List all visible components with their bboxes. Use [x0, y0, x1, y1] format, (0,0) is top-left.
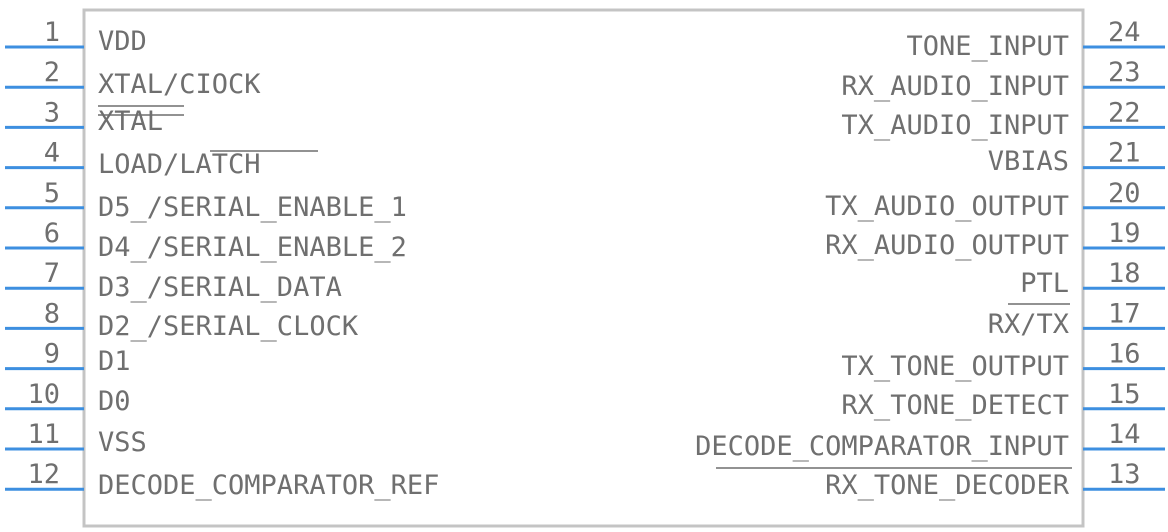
pin-16-number: 16	[1108, 339, 1141, 370]
pin-12-label: DECODE_COMPARATOR_REF	[98, 470, 439, 501]
pin-24-label: TONE_INPUT	[906, 31, 1069, 62]
pin-9-number: 9	[44, 339, 60, 370]
pin-16-label: TX_TONE_OUTPUT	[841, 351, 1069, 382]
right-pin-group: 24 TONE_INPUT 23 RX_AUDIO_INPUT 22 TX_AUDIO_I…	[695, 17, 1165, 501]
pin-13-label: RX_TONE_DECODER	[825, 470, 1070, 501]
pin-10-number: 10	[27, 379, 60, 410]
pin-22-number: 22	[1108, 97, 1141, 128]
pin-23-label: RX_AUDIO_INPUT	[841, 71, 1069, 102]
pin-10-label: D0	[98, 386, 131, 417]
pin-21-number: 21	[1108, 138, 1141, 169]
pin-1-label: VDD	[98, 26, 147, 57]
pin-4-label: LOAD/LATCH	[98, 149, 261, 180]
pin-23-number: 23	[1108, 57, 1141, 88]
pin-6-number: 6	[44, 218, 60, 249]
pin-19-label: RX_AUDIO_OUTPUT	[825, 230, 1069, 261]
pin-11-label: VSS	[98, 427, 147, 458]
pin-14-number: 14	[1108, 419, 1141, 450]
left-pin-group: 1 VDD 2 XTAL/CIOCK 3 XTAL 4 LOAD/LATCH 5 D5_/SERI…	[5, 17, 439, 501]
pin-15-label: RX_TONE_DETECT	[841, 390, 1069, 421]
pin-2-number: 2	[44, 57, 60, 88]
pin-21-label: VBIAS	[988, 146, 1069, 177]
pin-19-number: 19	[1108, 218, 1141, 249]
pin-5-number: 5	[44, 178, 60, 209]
pin-17-label: RX/TX	[988, 309, 1069, 340]
overbar-group	[98, 105, 1072, 469]
pin-7-number: 7	[44, 258, 60, 289]
pin-24-number: 24	[1108, 17, 1141, 48]
pin-8-label: D2_/SERIAL_CLOCK	[98, 311, 359, 342]
pin-15-number: 15	[1108, 379, 1141, 410]
pin-3-number: 3	[44, 97, 60, 128]
pin-6-label: D4_/SERIAL_ENABLE_2	[98, 232, 407, 263]
pin-4-number: 4	[44, 138, 60, 169]
pin-20-number: 20	[1108, 178, 1141, 209]
pin-13-number: 13	[1108, 459, 1141, 490]
pin-1-number: 1	[44, 17, 60, 48]
pin-18-label: PTL	[1020, 268, 1069, 299]
pin-5-label: D5_/SERIAL_ENABLE_1	[98, 192, 407, 223]
pin-3-label: XTAL	[98, 106, 163, 137]
ic-body	[82, 8, 1085, 528]
pin-18-number: 18	[1108, 258, 1141, 289]
pin-14-label: DECODE_COMPARATOR_INPUT	[695, 431, 1069, 462]
pin-12-number: 12	[27, 459, 60, 490]
pin-22-label: TX_AUDIO_INPUT	[841, 110, 1069, 141]
pin-20-label: TX_AUDIO_OUTPUT	[825, 191, 1069, 222]
pin-7-label: D3_/SERIAL_DATA	[98, 272, 342, 303]
pin-17-number: 17	[1108, 298, 1141, 329]
pin-2-label: XTAL/CIOCK	[98, 69, 261, 100]
pin-8-number: 8	[44, 298, 60, 329]
pin-9-label: D1	[98, 346, 131, 377]
pin-11-number: 11	[27, 419, 60, 450]
